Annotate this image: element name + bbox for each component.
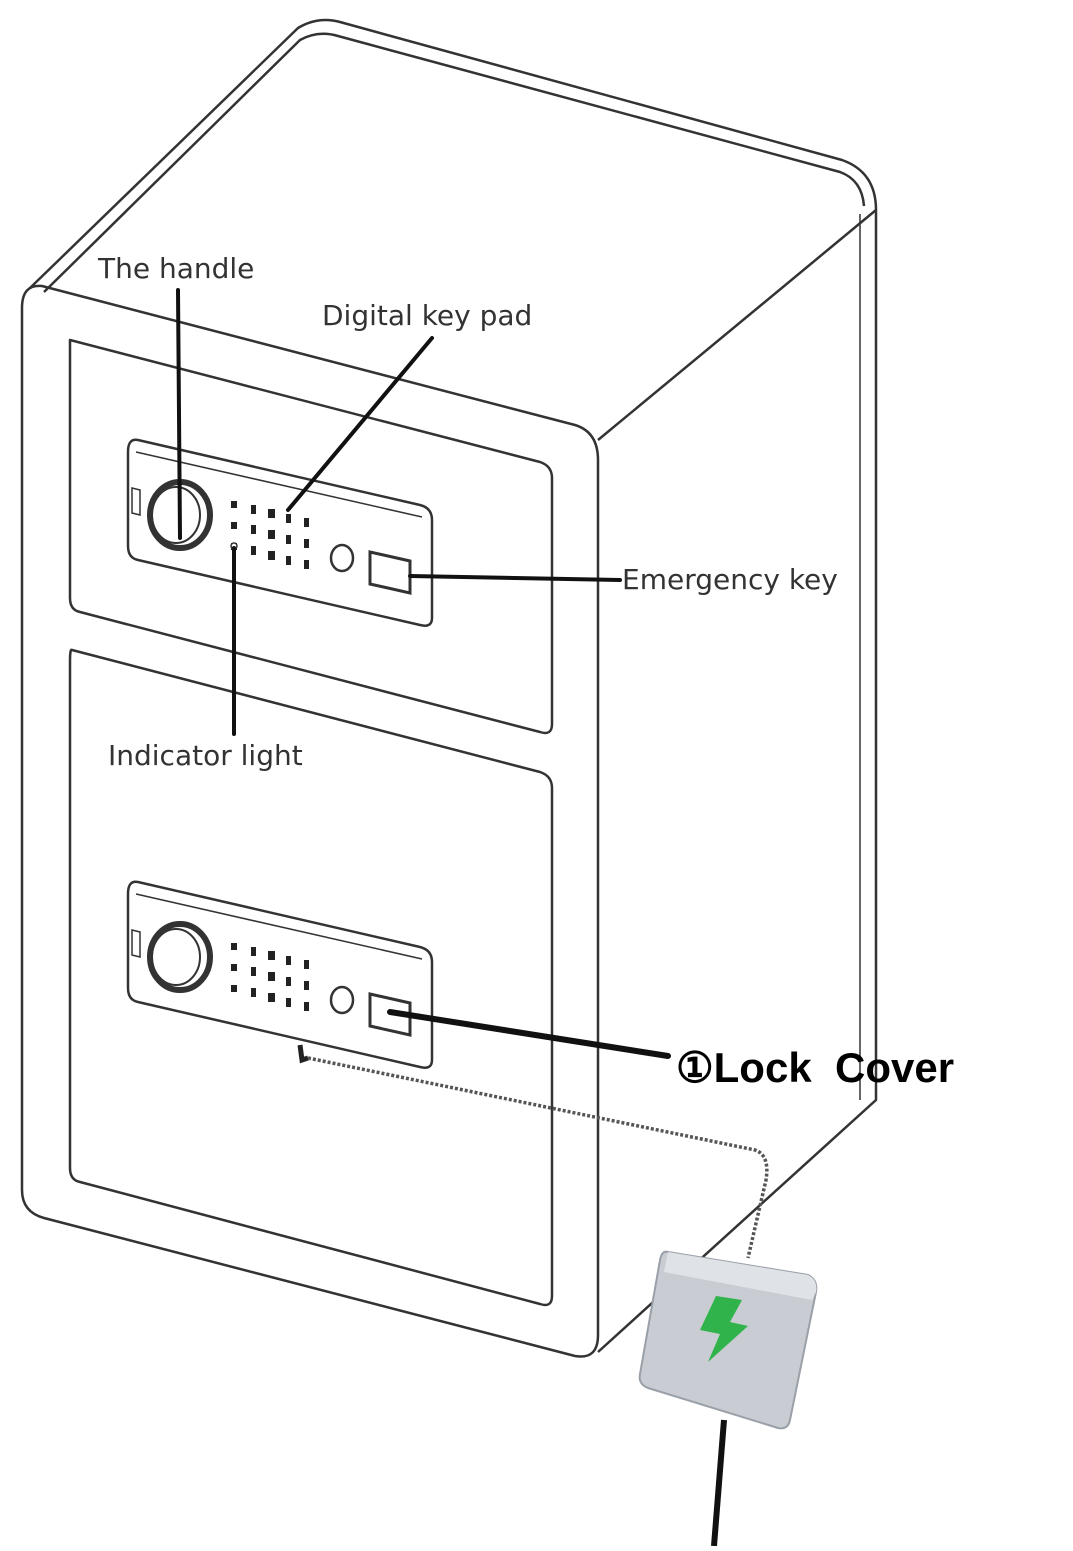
leader-lines: [176, 288, 671, 1059]
lower-handle-knob: [147, 921, 213, 993]
lock-cover-box: [638, 1250, 818, 1430]
lock-cover-label: ①Lock Cover: [676, 1044, 954, 1091]
upper-keypad: [231, 501, 309, 569]
emergency-key-label: Emergency key: [622, 563, 838, 596]
lower-emergency-key-slot: [368, 992, 412, 1037]
lower-door-panel: [68, 648, 554, 1307]
safe-body: [20, 18, 878, 1358]
handle-leader: [176, 288, 182, 540]
lock-cover-leader: [387, 1009, 671, 1059]
keypad-label: Digital key pad: [322, 299, 532, 332]
lightning-bolt-icon: [700, 1296, 748, 1362]
keypad-leader: [286, 336, 434, 512]
emergency-key-leader: [408, 574, 622, 582]
power-cable: [297, 1044, 769, 1547]
safe-top-inner-edge: [43, 32, 866, 293]
safe-front-face: [20, 284, 600, 1358]
upper-door-panel: [68, 338, 554, 735]
upper-emergency-key-slot: [368, 550, 412, 595]
lower-lock-panel: [126, 880, 434, 1069]
indicator-light-label: Indicator light: [108, 739, 303, 772]
upper-fingerprint-button: [329, 543, 355, 573]
lower-fingerprint-button: [329, 985, 355, 1015]
handle-label: The handle: [97, 252, 254, 285]
upper-lock-panel: [126, 438, 434, 627]
safe-top-face: [29, 18, 878, 441]
lower-keypad: [231, 943, 309, 1011]
safe-side-face: [597, 210, 878, 1353]
